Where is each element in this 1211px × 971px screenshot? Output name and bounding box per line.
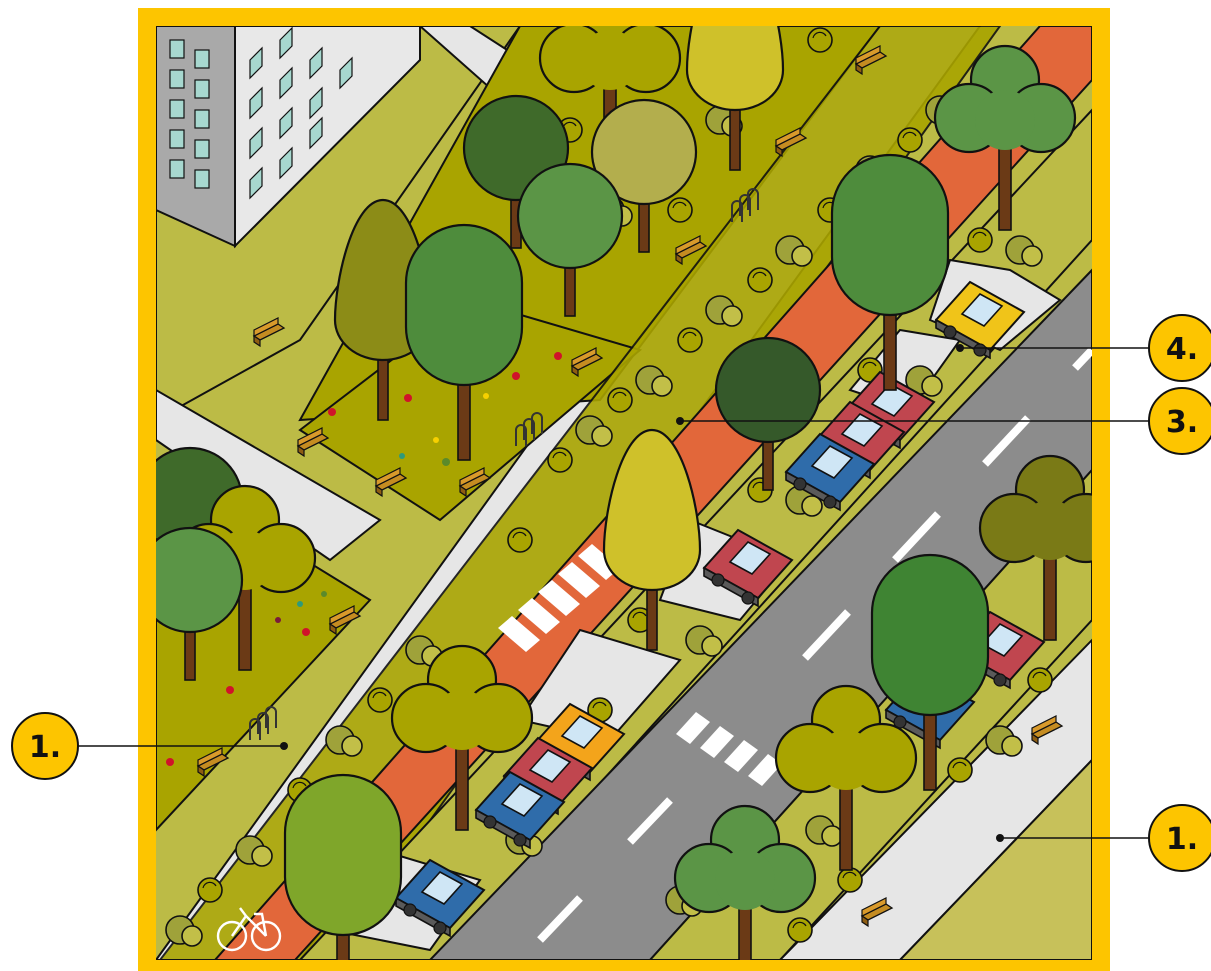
- callout-label: 1.: [1166, 822, 1198, 857]
- callout-badge: 1.: [11, 712, 79, 780]
- callout-label: 3.: [1166, 405, 1198, 440]
- road-crosswalk: [676, 712, 782, 786]
- callout-label: 4.: [1166, 332, 1198, 367]
- apartment-building: [156, 26, 421, 249]
- callout-leaders: [78, 347, 1150, 839]
- callout-label: 1.: [29, 730, 61, 765]
- scene: [156, 26, 1092, 960]
- flowers: [166, 352, 562, 766]
- bicycle-icon: [216, 907, 282, 952]
- callout-badge: 1.: [1148, 804, 1211, 872]
- callout-dots: [280, 344, 1004, 842]
- callout-badge: 4.: [1148, 314, 1211, 382]
- lane-markings: [537, 347, 1092, 943]
- roadway: [428, 268, 1092, 960]
- callout-badge: 3.: [1148, 387, 1211, 455]
- bike-crosswalk: [498, 544, 620, 652]
